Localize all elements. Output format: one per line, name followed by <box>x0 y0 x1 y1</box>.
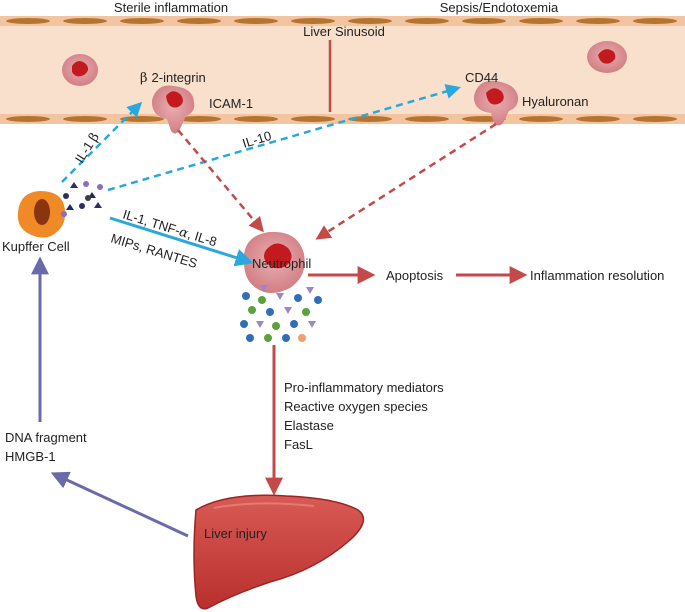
neutrophil-granules <box>240 285 322 342</box>
granule <box>306 287 314 294</box>
granule <box>272 322 280 330</box>
mediator-proinflammatory: Pro-inflammatory mediators <box>284 380 444 395</box>
granule <box>290 320 298 328</box>
sterile-inflammation-title: Sterile inflammation <box>114 0 228 15</box>
sepsis-title: Sepsis/Endotoxemia <box>440 0 559 15</box>
apoptosis-label: Apoptosis <box>386 268 444 283</box>
endothelial-cell <box>120 18 164 24</box>
mediator-fasl: FasL <box>284 437 313 452</box>
il10-label-group: IL-10 <box>240 128 273 151</box>
icam-to-neutrophil-arrow <box>177 129 264 233</box>
hmgb1-label: HMGB-1 <box>5 449 56 464</box>
endothelial-cell <box>348 116 392 122</box>
il1b-arrow <box>61 101 143 183</box>
granule <box>298 334 306 342</box>
granule <box>294 294 302 302</box>
il10-label: IL-10 <box>240 128 273 151</box>
il10-arrow <box>107 84 461 192</box>
granule <box>248 306 256 314</box>
endothelial-cell <box>234 116 278 122</box>
endothelial-cell <box>576 116 620 122</box>
liver-to-damps-arrow <box>50 471 189 538</box>
granule <box>284 307 292 314</box>
granule <box>258 296 266 304</box>
liver-sinusoid-vessel <box>0 16 685 124</box>
endothelial-cell <box>63 116 107 122</box>
liver-shape <box>193 494 365 610</box>
dna-fragment-label: DNA fragment <box>5 430 87 445</box>
granule <box>256 321 264 328</box>
granule <box>240 320 248 328</box>
endothelial-lining-top <box>6 18 677 24</box>
granule <box>260 285 268 292</box>
endothelial-cell <box>633 18 677 24</box>
neutrophil-label: Neutrophil <box>252 256 311 271</box>
granule <box>302 308 310 316</box>
granule <box>308 321 316 328</box>
liver-sinusoid-label: Liver Sinusoid <box>303 24 385 39</box>
endothelial-cell <box>291 116 335 122</box>
granule <box>276 293 284 300</box>
liver-injury-label: Liver injury <box>204 526 267 541</box>
mediator-elastase: Elastase <box>284 418 334 433</box>
kupffer-cell-label: Kupffer Cell <box>2 239 70 254</box>
endothelial-cell <box>177 116 221 122</box>
endothelial-cell <box>6 18 50 24</box>
il1b-label-group: IL-1β <box>72 130 103 166</box>
granule <box>242 292 250 300</box>
granule <box>246 334 254 342</box>
endothelial-cell <box>405 116 449 122</box>
endothelial-cell <box>234 18 278 24</box>
mediator-ros: Reactive oxygen species <box>284 399 428 414</box>
il1b-label: IL-1β <box>72 130 103 166</box>
blood-cell-right <box>587 41 627 73</box>
granule <box>264 334 272 342</box>
endothelial-cell <box>177 18 221 24</box>
cd44-to-neutrophil-arrow <box>315 122 497 240</box>
endothelial-cell <box>519 116 563 122</box>
hyaluronan-label: Hyaluronan <box>522 94 589 109</box>
granule <box>314 296 322 304</box>
granule <box>266 308 274 316</box>
granule <box>282 334 290 342</box>
cd44-label: CD44 <box>465 70 498 85</box>
endothelial-cell <box>291 18 335 24</box>
endothelial-cell <box>348 18 392 24</box>
adherent-neutrophil-icam <box>151 85 195 134</box>
cytokine-arrow <box>109 216 254 267</box>
endothelial-cell <box>519 18 563 24</box>
endothelial-cell <box>6 116 50 122</box>
endothelial-cell <box>63 18 107 24</box>
endothelial-cell <box>576 18 620 24</box>
endothelial-cell <box>633 116 677 122</box>
kupffer-secreted-cytokines <box>61 181 103 217</box>
blood-cell-left <box>62 54 98 86</box>
endothelial-cell <box>405 18 449 24</box>
resolution-label: Inflammation resolution <box>530 268 664 283</box>
neutrophil-cell <box>243 231 305 293</box>
kupffer-cell <box>17 191 66 238</box>
endothelial-cell <box>462 18 506 24</box>
icam1-label: ICAM-1 <box>209 96 253 111</box>
adherent-neutrophil-cd44 <box>473 80 519 126</box>
